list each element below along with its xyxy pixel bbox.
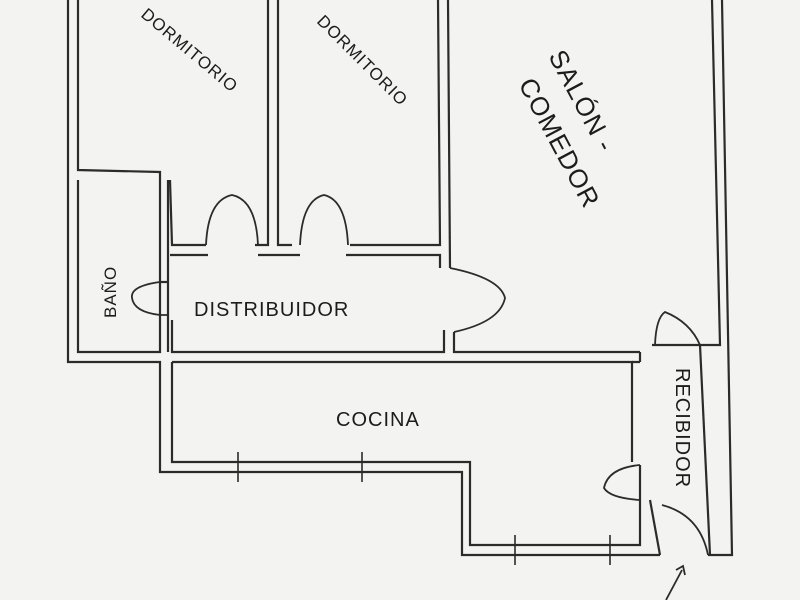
hallway-bottom-wall [170,320,446,354]
outer-wall-right [708,0,734,557]
lower-window [514,535,611,565]
entry-arrow [665,564,686,600]
door-living [449,267,506,333]
label-bedroom-left: DORMITORIO [137,5,241,97]
living-left-wall [446,0,452,269]
outer-wall-left [66,0,660,557]
door-bathroom [131,281,168,316]
door-entry [661,504,709,556]
bedroom-right-left-wall [276,0,292,247]
door-bedroom-left [205,194,259,246]
walls [66,0,734,557]
outer-wall-left-inner [76,0,162,354]
doors [131,194,709,556]
windows [237,452,611,565]
entrance-hall-left-lower [648,499,662,556]
entrance-hall-left-wall [632,352,642,500]
label-entrance-hall: RECIBIDOR [671,368,693,488]
door-entrance-hall-top [654,310,701,346]
hallway-bottom-wall-right [452,332,640,354]
label-bedroom-right: DORMITORIO [313,11,411,109]
bedroom-right-right-wall [350,0,442,247]
label-hallway: DISTRIBUIDOR [194,299,349,321]
kitchen-top-wall [170,362,642,547]
entrance-hall-inner-right [698,344,712,556]
outer-wall-right-inner [700,0,722,347]
door-bedroom-right [299,194,349,246]
label-bathroom: BAÑO [101,266,120,318]
door-kitchen [603,464,641,501]
bedroom-left-bottom-wall [168,179,206,247]
bedroom-left-right-wall [255,0,270,247]
bedroom-right-bottom-wall [346,253,442,268]
kitchen-window [237,452,363,482]
label-kitchen: COCINA [336,409,420,431]
